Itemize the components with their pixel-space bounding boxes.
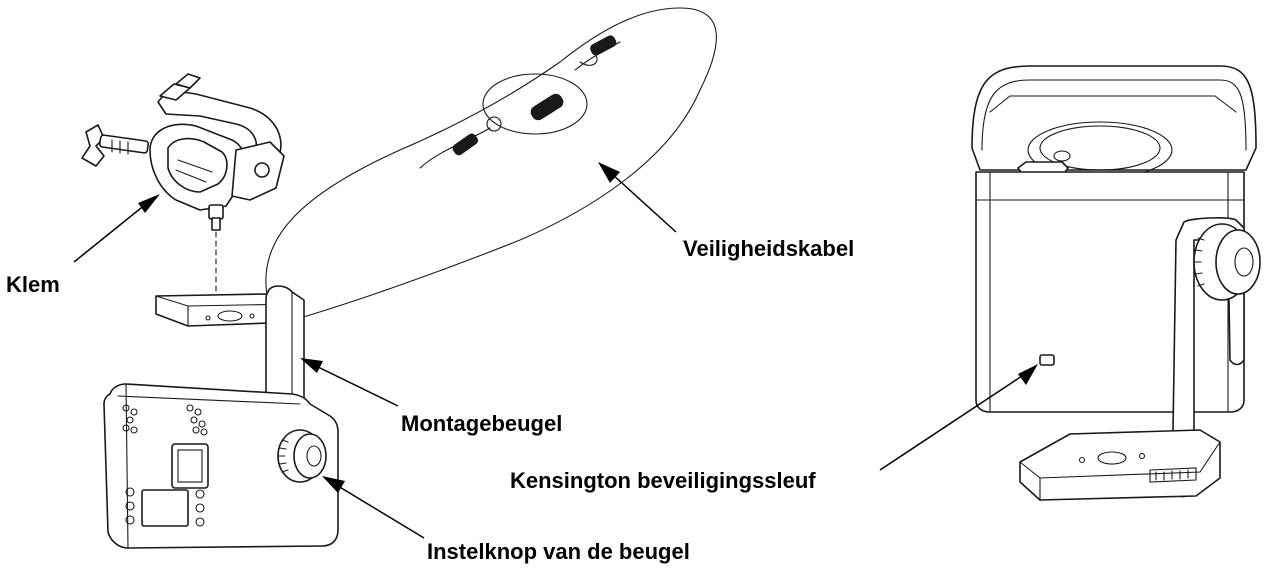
safety-cable <box>265 7 717 319</box>
label-mounting-bracket: Montagebeugel <box>401 411 563 436</box>
callout-arrow-safety-cable <box>598 162 677 233</box>
label-clamp: Klem <box>6 272 60 297</box>
callout-arrow-clamp <box>73 194 160 263</box>
label-bracket-knob: Instelknop van de beugel <box>427 539 690 564</box>
label-safety-cable: Veiligheidskabel <box>683 236 855 261</box>
callout-arrow-bracket-knob <box>322 476 425 539</box>
fixture-rear <box>103 285 339 549</box>
callout-arrow-kensington-slot <box>879 364 1038 471</box>
callout-arrow-mounting-bracket <box>300 358 399 407</box>
fixture-front <box>971 65 1261 501</box>
label-kensington-slot: Kensington beveiligingssleuf <box>510 468 816 493</box>
clamp <box>81 73 285 231</box>
